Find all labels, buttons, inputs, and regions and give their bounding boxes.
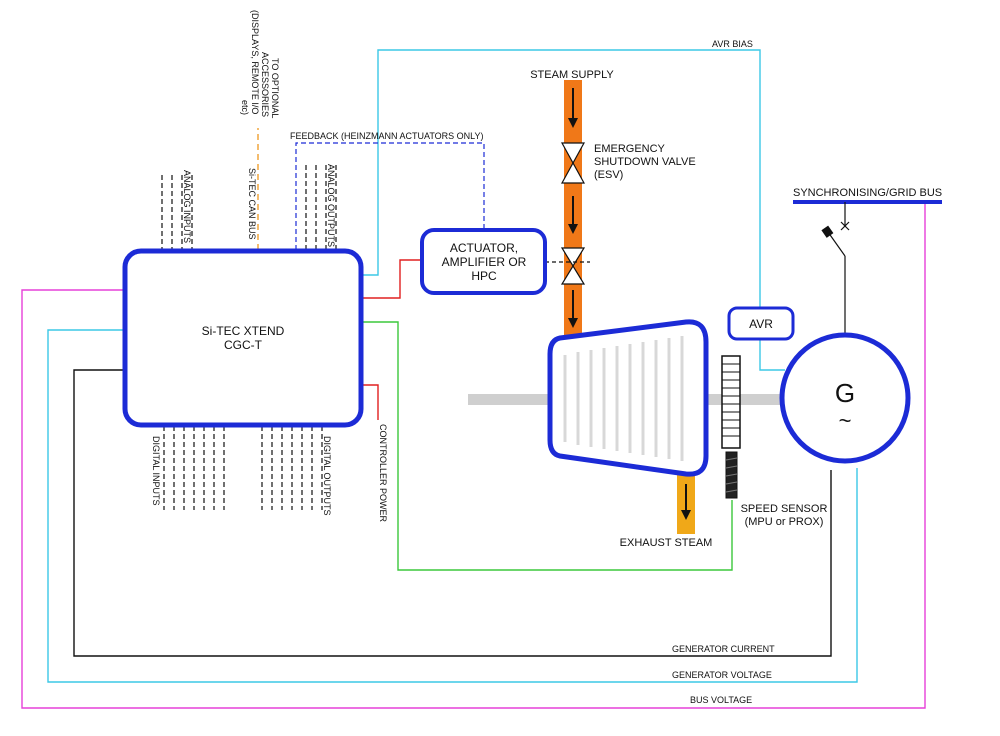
actuator-label-2: AMPLIFIER OR: [442, 255, 527, 269]
accessories-label-1: TO OPTIONAL: [270, 58, 280, 118]
turbine-blades: [563, 336, 684, 461]
digital-inputs-label: DIGITAL INPUTS: [151, 436, 161, 506]
can-bus-label: Si-TEC CAN BUS: [247, 168, 257, 240]
speed-sensor-wire: [362, 321, 733, 571]
avr-label: AVR: [749, 317, 773, 331]
exhaust-steam-label: EXHAUST STEAM: [620, 537, 713, 549]
actuator-label-3: HPC: [471, 269, 497, 283]
steam-turbine: [547, 319, 709, 477]
controller-power-wire: [362, 384, 379, 420]
accessories-label-3: (DISPLAYS, REMOTE I/O: [250, 10, 260, 114]
accessories-label-4: etc): [240, 100, 250, 115]
actuator-label-1: ACTUATOR,: [450, 241, 518, 255]
generator-symbol: G: [835, 378, 855, 408]
speed-sensor-probe: [725, 451, 738, 499]
emergency-shutdown-valve-icon: [560, 142, 586, 184]
controller-box: [122, 248, 364, 428]
speed-pickup-gear: [721, 355, 741, 449]
speed-sensor-label-2: (MPU or PROX): [745, 516, 824, 528]
analog-input-lines: [161, 175, 193, 250]
analog-inputs-label: ANALOG INPUTS: [182, 170, 192, 243]
digital-outputs-label: DIGITAL OUTPUTS: [322, 436, 332, 516]
sync-bus-label: SYNCHRONISING/GRID BUS: [793, 187, 942, 199]
avr-box: [727, 306, 795, 341]
control-valve-icon: [560, 247, 586, 285]
avr-bias-wire: [362, 49, 785, 371]
generator: [779, 332, 911, 464]
generator-current-label: GENERATOR CURRENT: [672, 644, 775, 654]
analog-output-lines: [305, 165, 337, 250]
digital-input-lines: [163, 426, 225, 510]
avr-bias-label: AVR BIAS: [712, 39, 753, 49]
controller-title: Si-TEC XTEND: [202, 324, 285, 338]
esv-label-2: SHUTDOWN VALVE: [594, 156, 696, 168]
bus-voltage-label: BUS VOLTAGE: [690, 695, 752, 705]
flow-arrows: [568, 88, 691, 520]
circuit-breaker-icon: [821, 202, 850, 334]
accessories-label-2: ACCESSORIES: [260, 52, 270, 117]
feedback-wire: [295, 142, 485, 250]
actuator-box: [420, 228, 547, 295]
controller-power-label: CONTROLLER POWER: [378, 424, 388, 523]
esv-label-1: EMERGENCY: [594, 143, 666, 155]
feedback-label: FEEDBACK (HEINZMANN ACTUATORS ONLY): [290, 131, 484, 141]
steam-supply-label: STEAM SUPPLY: [530, 69, 614, 81]
generator-current-wire: [73, 369, 832, 657]
controller-model: CGC-T: [224, 338, 263, 352]
speed-sensor-label-1: SPEED SENSOR: [741, 503, 828, 515]
generator-voltage-wire: [47, 329, 858, 683]
analog-outputs-label: ANALOG OUTPUTS: [326, 164, 336, 247]
generator-ac-symbol: ~: [839, 408, 852, 433]
digital-output-lines: [261, 426, 323, 510]
bus-voltage-wire: [21, 200, 926, 709]
actuator-drive-wire: [362, 259, 422, 299]
generator-voltage-label: GENERATOR VOLTAGE: [672, 670, 772, 680]
esv-label-3: (ESV): [594, 169, 623, 181]
